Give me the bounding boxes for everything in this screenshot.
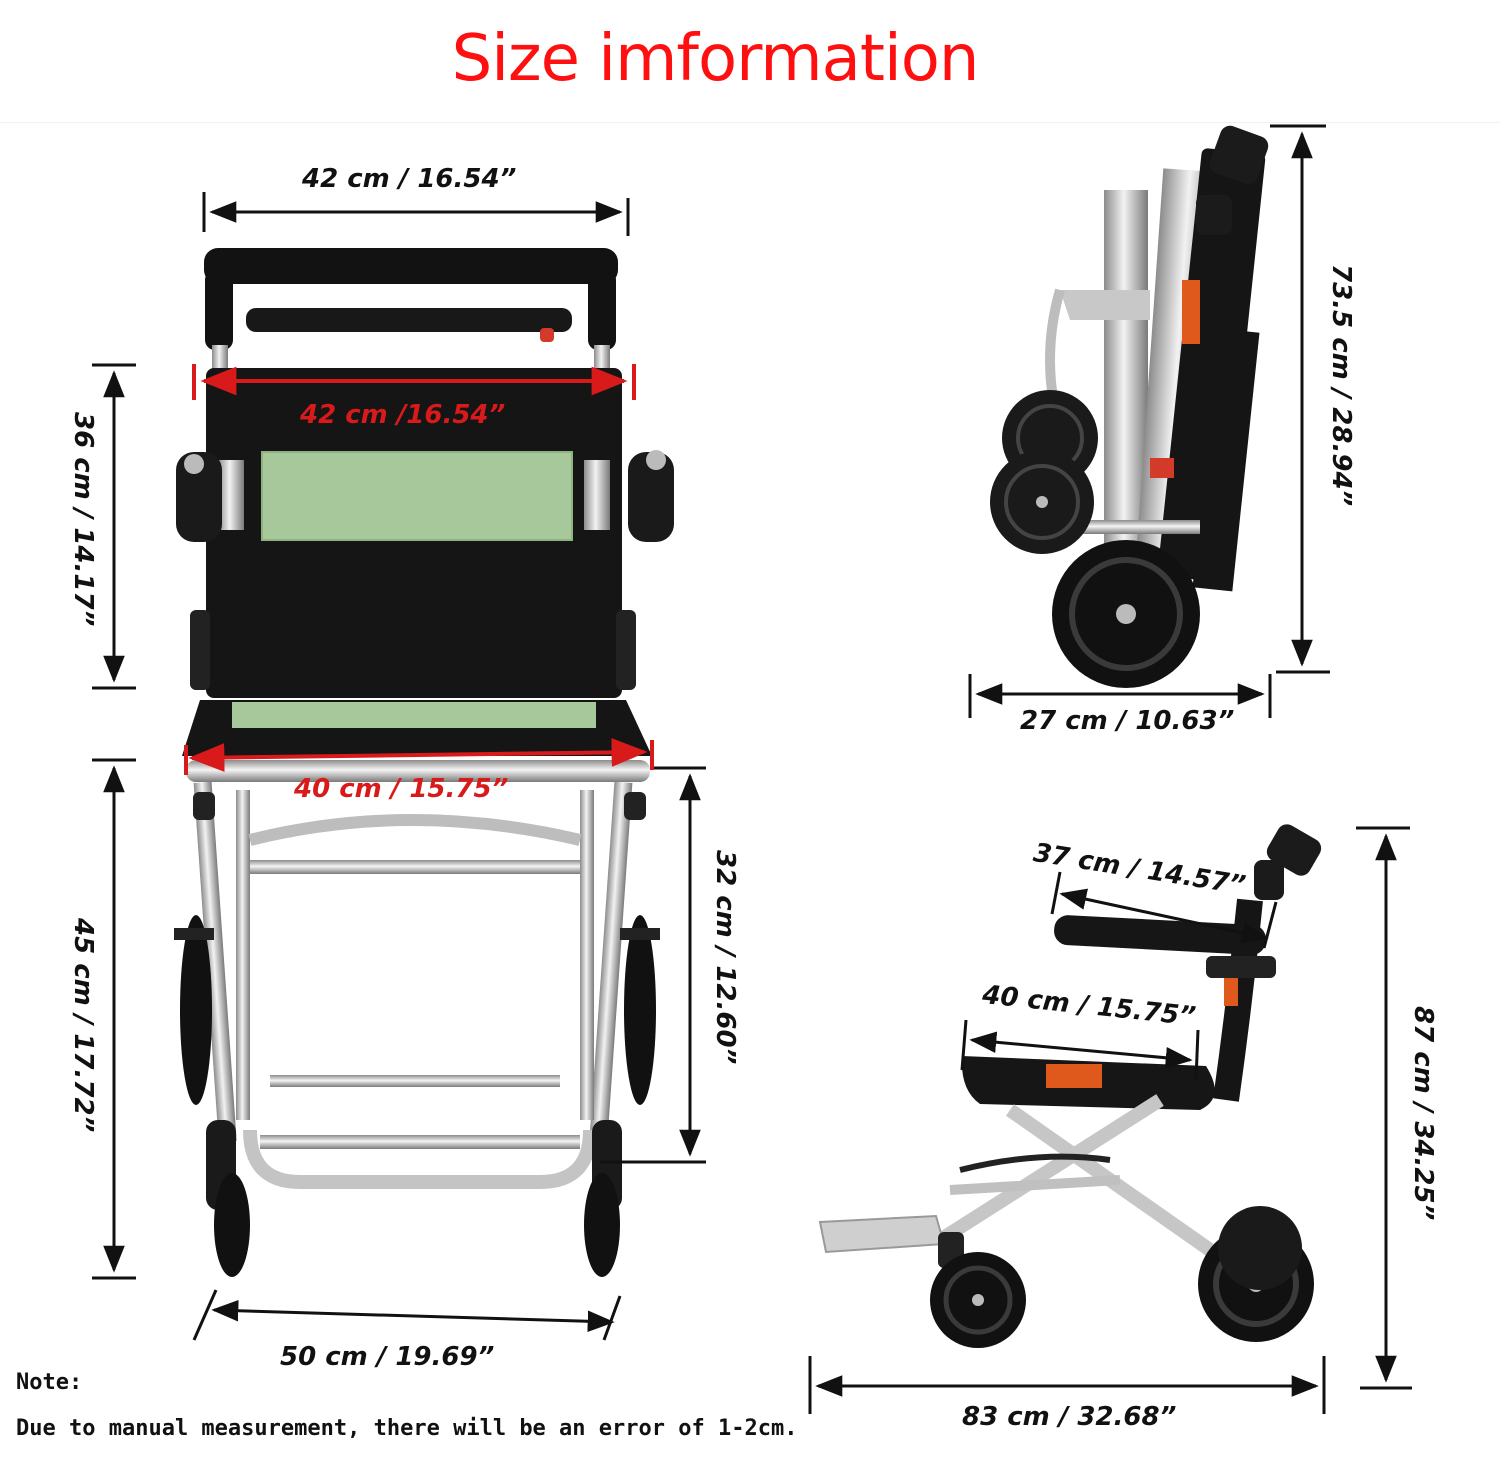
front-view-wheelchair bbox=[174, 248, 674, 1277]
folded-view-wheelchair bbox=[990, 125, 1269, 688]
side-total-length-label: 83 cm / 32.68” bbox=[962, 1402, 1177, 1432]
folded-width-label: 27 cm / 10.63” bbox=[1020, 706, 1235, 736]
front-dimension-lines bbox=[92, 192, 706, 1341]
front-seat-height-label: 45 cm / 17.72” bbox=[68, 918, 98, 1133]
front-base-width-label: 50 cm / 19.69” bbox=[280, 1342, 495, 1372]
front-red-dimension-lines bbox=[184, 364, 654, 775]
front-back-width-label: 42 cm /16.54” bbox=[300, 400, 506, 430]
title-divider bbox=[0, 122, 1500, 123]
folded-dimension-lines bbox=[968, 124, 1330, 718]
front-seat-drop-label: 32 cm / 12.60” bbox=[710, 850, 740, 1065]
page-title: Size imformation bbox=[451, 22, 980, 96]
front-back-height-label: 36 cm / 14.17” bbox=[68, 412, 98, 627]
side-total-height-label: 87 cm / 34.25” bbox=[1408, 1006, 1438, 1221]
front-seat-width-label: 40 cm / 15.75” bbox=[294, 774, 509, 804]
side-dimension-lines bbox=[808, 826, 1412, 1414]
side-view-wheelchair bbox=[818, 824, 1322, 1348]
note-text: Due to manual measurement, there will be… bbox=[16, 1416, 798, 1441]
note-label: Note: bbox=[16, 1370, 83, 1395]
front-top-width-label: 42 cm / 16.54” bbox=[302, 164, 517, 194]
folded-height-label: 73.5 cm / 28.94” bbox=[1326, 264, 1356, 507]
